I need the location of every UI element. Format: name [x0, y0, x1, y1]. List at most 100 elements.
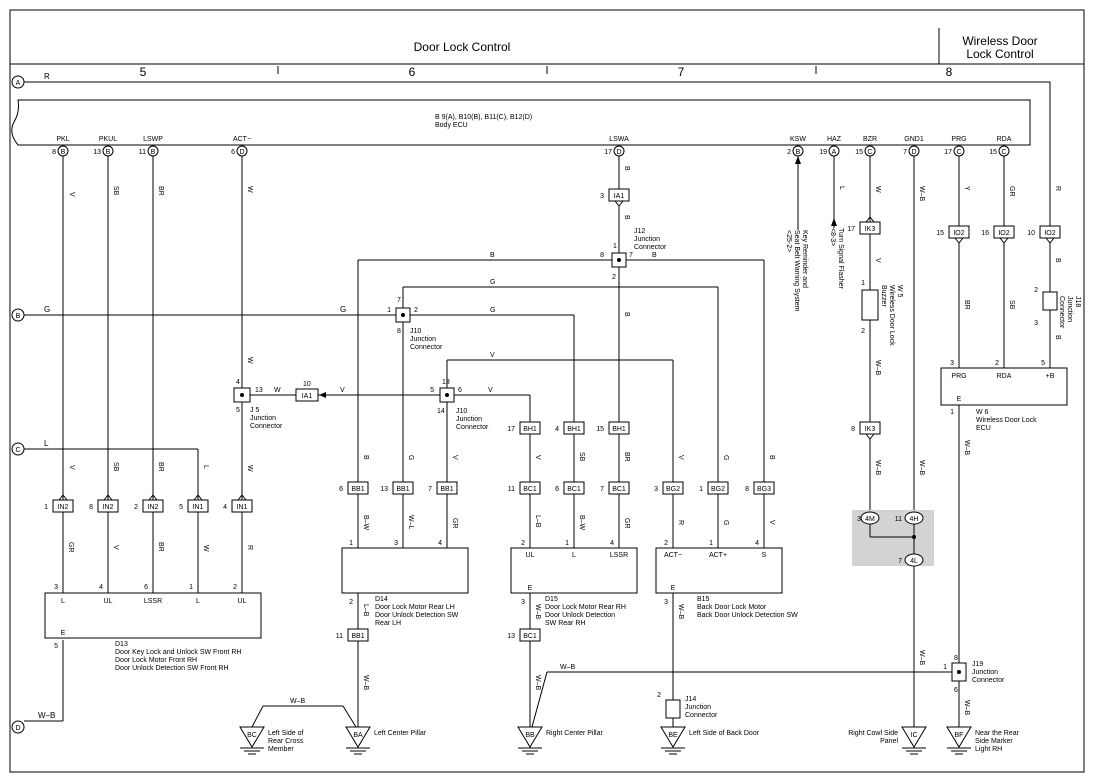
- svg-text:W–B: W–B: [918, 186, 925, 202]
- svg-text:2: 2: [664, 540, 668, 547]
- svg-text:A: A: [832, 149, 837, 156]
- svg-text:G: G: [722, 520, 729, 525]
- ground-label: Member: [268, 746, 294, 753]
- svg-text:3: 3: [600, 193, 604, 200]
- svg-text:10: 10: [1027, 230, 1035, 237]
- svg-text:BB1: BB1: [351, 633, 364, 640]
- svg-text:W: W: [246, 465, 253, 472]
- svg-text:2: 2: [521, 540, 525, 547]
- svg-text:V: V: [874, 258, 881, 263]
- svg-text:5: 5: [179, 504, 183, 511]
- svg-text:Junction: Junction: [410, 336, 436, 343]
- svg-text:V: V: [112, 545, 119, 550]
- svg-text:BE: BE: [668, 732, 678, 739]
- svg-text:2: 2: [1034, 287, 1038, 294]
- svg-text:2: 2: [233, 584, 237, 591]
- svg-text:BC1: BC1: [523, 633, 537, 640]
- svg-text:W: W: [246, 186, 253, 193]
- junction-j10-lower: 513 614 J10 Junction Connector V V V V: [430, 352, 684, 482]
- ground-label: Rear Cross: [268, 738, 304, 745]
- svg-text:B: B: [151, 149, 156, 156]
- svg-text:G: G: [490, 279, 495, 286]
- svg-text:UL: UL: [526, 552, 535, 559]
- svg-text:B: B: [61, 149, 66, 156]
- svg-text:6: 6: [339, 486, 343, 493]
- svg-text:Connector: Connector: [634, 244, 667, 251]
- svg-text:8: 8: [745, 486, 749, 493]
- buzzer-circuit: W IK3 17 V 1 2 W 5 Wireless Door Lock Bu…: [847, 156, 903, 512]
- svg-text:3: 3: [654, 486, 658, 493]
- svg-text:B: B: [623, 215, 630, 220]
- svg-text:Wireless Door Lock: Wireless Door Lock: [888, 285, 895, 346]
- svg-text:V: V: [68, 192, 75, 197]
- svg-text:D: D: [15, 725, 20, 732]
- svg-text:LSWP: LSWP: [143, 136, 163, 143]
- svg-text:8: 8: [851, 426, 855, 433]
- svg-text:G: G: [44, 305, 50, 314]
- svg-text:13: 13: [380, 486, 388, 493]
- svg-text:B: B: [106, 149, 111, 156]
- ground-label: Left Center Pillar: [374, 730, 427, 737]
- svg-text:V: V: [451, 455, 458, 460]
- svg-text:Junction: Junction: [634, 236, 660, 243]
- svg-text:V: V: [677, 455, 684, 460]
- svg-text:RDA: RDA: [997, 373, 1012, 380]
- svg-text:D14: D14: [375, 596, 388, 603]
- svg-text:IK3: IK3: [865, 226, 876, 233]
- svg-text:7: 7: [600, 486, 604, 493]
- svg-text:7: 7: [629, 252, 633, 259]
- svg-text:LSSR: LSSR: [144, 598, 162, 605]
- svg-text:3: 3: [950, 360, 954, 367]
- svg-text:W 6: W 6: [976, 409, 989, 416]
- svg-text:R: R: [1054, 186, 1061, 191]
- svg-text:7: 7: [898, 558, 902, 565]
- junction-j19: 816 J19 Junction Connector W–B W–B: [531, 655, 1005, 728]
- svg-text:GR: GR: [623, 518, 630, 529]
- svg-text:17: 17: [604, 149, 612, 156]
- svg-text:BH1: BH1: [567, 426, 581, 433]
- svg-text:V: V: [488, 387, 493, 394]
- svg-text:7: 7: [397, 297, 401, 304]
- svg-text:W–B: W–B: [874, 360, 881, 376]
- svg-text:4: 4: [99, 584, 103, 591]
- svg-text:IK3: IK3: [865, 426, 876, 433]
- svg-text:11: 11: [508, 486, 515, 493]
- column-label: 8: [946, 65, 953, 79]
- svg-text:L: L: [196, 598, 200, 605]
- svg-text:5: 5: [236, 407, 240, 414]
- ground-label: Left Side of: [268, 730, 303, 737]
- svg-text:Back Door Unlock Detection SW: Back Door Unlock Detection SW: [697, 612, 798, 619]
- svg-text:SB: SB: [112, 186, 119, 196]
- svg-text:G: G: [340, 305, 346, 314]
- svg-text:B: B: [362, 455, 369, 460]
- connector-bg2-3: BG2 3: [654, 481, 684, 495]
- svg-text:W: W: [274, 387, 281, 394]
- svg-text:W–B: W–B: [918, 650, 925, 666]
- svg-text:BG3: BG3: [757, 486, 771, 493]
- ground-label: Left Side of Back Door: [689, 730, 760, 737]
- svg-text:PRG: PRG: [951, 136, 966, 143]
- svg-text:BC1: BC1: [567, 486, 581, 493]
- svg-text:LSSR: LSSR: [610, 552, 628, 559]
- svg-text:E: E: [671, 585, 676, 592]
- svg-text:L: L: [44, 439, 49, 448]
- svg-text:IN2: IN2: [58, 504, 69, 511]
- svg-text:BG2: BG2: [666, 486, 680, 493]
- svg-text:W–B: W–B: [534, 675, 541, 691]
- svg-text:W–B: W–B: [38, 711, 55, 720]
- svg-text:D: D: [239, 149, 244, 156]
- svg-text:Connector: Connector: [250, 423, 283, 430]
- svg-text:C: C: [1001, 149, 1006, 156]
- rail-b: B G G: [11, 305, 396, 322]
- svg-text:L: L: [572, 552, 576, 559]
